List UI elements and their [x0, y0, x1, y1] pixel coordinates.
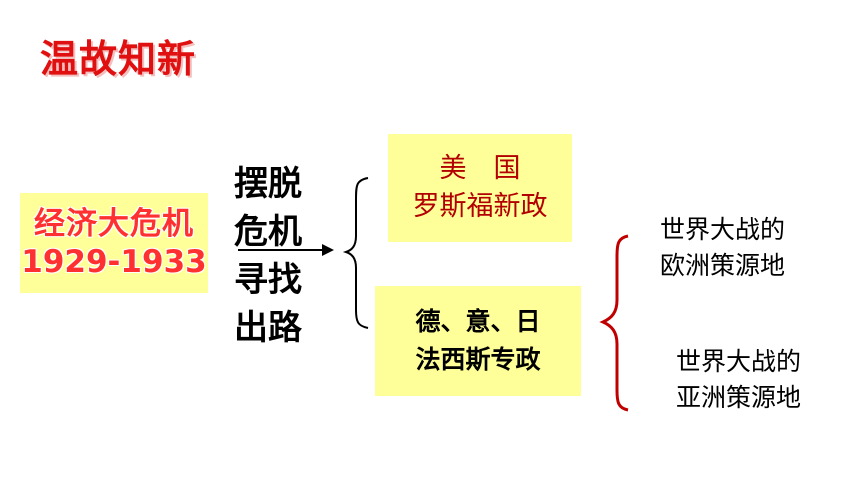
arrow-icon: [238, 244, 334, 256]
economic-crisis-box: 经济大危机 1929-1933: [20, 193, 208, 293]
fascism-label: 法西斯专政: [415, 345, 541, 374]
countries-label: 德、意、日: [415, 307, 541, 336]
war-asia-line-1: 世界大战的: [676, 347, 802, 376]
path-line-2: 危机: [234, 212, 302, 252]
black-brace-icon: [342, 177, 369, 329]
europe-war-source: 世界大战的 欧洲策源地: [660, 212, 785, 284]
path-line-4: 出路: [234, 308, 302, 348]
page-title: 温故知新: [40, 37, 197, 81]
usa-label: 美 国: [439, 153, 521, 184]
war-asia-line-2: 亚洲策源地: [676, 383, 802, 412]
asia-war-source: 世界大战的 亚洲策源地: [676, 344, 801, 416]
new-deal-label: 罗斯福新政: [412, 191, 548, 222]
usa-new-deal-box: 美 国 罗斯福新政: [388, 134, 572, 242]
fascist-dictatorship-box: 德、意、日 法西斯专政: [375, 286, 581, 396]
war-europe-line-1: 世界大战的: [660, 215, 786, 244]
red-brace-icon: [599, 234, 629, 412]
war-europe-line-2: 欧洲策源地: [660, 251, 786, 280]
path-line-3: 寻找: [234, 260, 302, 300]
crisis-label: 经济大危机: [34, 206, 194, 242]
path-line-1: 摆脱: [234, 164, 302, 204]
crisis-years: 1929-1933: [21, 244, 207, 280]
escape-crisis-text: 摆脱 危机 寻找 出路: [234, 160, 302, 352]
